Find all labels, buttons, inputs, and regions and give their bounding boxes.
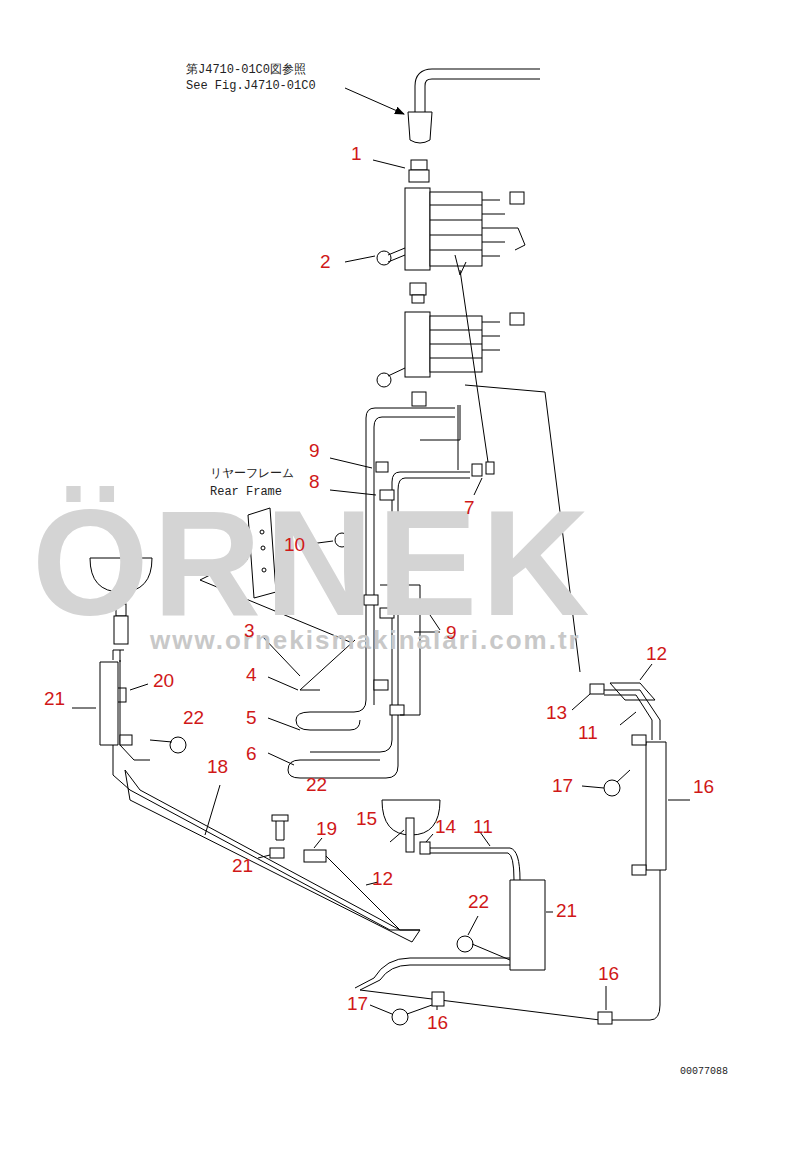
callout-number: 17 [347, 994, 368, 1013]
callout-number: 12 [646, 644, 667, 663]
callout-number: 6 [246, 744, 257, 763]
callout-number: 17 [552, 776, 573, 795]
callout-number: 5 [246, 708, 257, 727]
callout-number: 16 [693, 777, 714, 796]
callout-number: 16 [598, 964, 619, 983]
note: Rear Frame [210, 486, 282, 498]
callout-number: 22 [306, 775, 327, 794]
note: 第J4710-01C0図参照 [186, 64, 306, 76]
callout-number: 20 [153, 671, 174, 690]
callout-number: 22 [468, 892, 489, 911]
watermark: ÖRNEK [32, 488, 594, 638]
callout-number: 9 [446, 623, 457, 642]
callout-number: 14 [435, 817, 456, 836]
callout-number: 18 [207, 757, 228, 776]
callout-number: 9 [309, 441, 320, 460]
callout-number: 19 [316, 819, 337, 838]
callout-number: 12 [372, 869, 393, 888]
callout-number: 8 [309, 472, 320, 491]
callout-number: 21 [232, 856, 253, 875]
callout-number: 7 [464, 498, 475, 517]
callout-number: 16 [427, 1013, 448, 1032]
callout-number: 3 [244, 621, 255, 640]
callout-number: 11 [578, 723, 598, 742]
drawing-number: 00077088 [680, 1067, 728, 1077]
callout-number: 22 [183, 708, 204, 727]
callout-number: 11 [473, 817, 493, 836]
callout-number: 15 [356, 809, 377, 828]
callout-number: 1 [351, 144, 362, 163]
callout-number: 10 [284, 535, 305, 554]
note: See Fig.J4710-01C0 [186, 80, 316, 92]
callout-number: 21 [44, 689, 65, 708]
callout-number: 2 [320, 252, 331, 271]
callout-number: 21 [556, 901, 577, 920]
callout-number: 4 [246, 665, 257, 684]
callout-number: 13 [546, 703, 567, 722]
watermark: www.ornekismakinalari.com.tr [150, 627, 581, 653]
note: リヤーフレーム [210, 468, 294, 480]
